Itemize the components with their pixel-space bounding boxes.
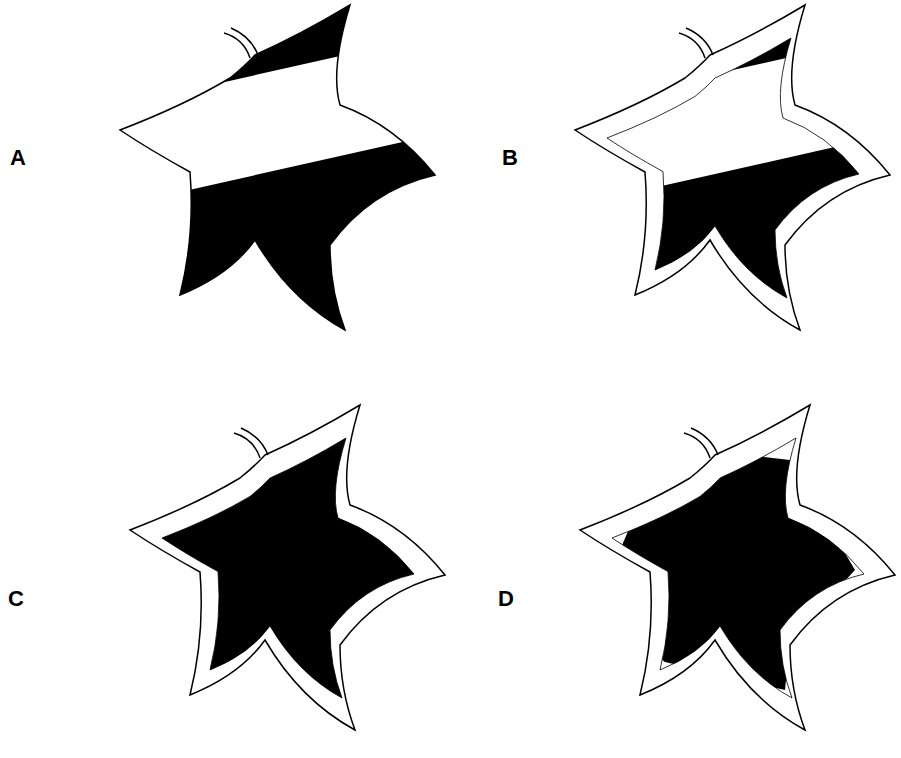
leaf-d [580, 405, 895, 730]
panel-letter: D [498, 588, 514, 610]
panel-letter: B [502, 147, 518, 169]
panel-letter: C [8, 588, 24, 610]
leaf-a [0, 0, 500, 400]
leaf-c [10, 400, 510, 758]
leaf-b [455, 0, 901, 400]
panel-letter: A [10, 147, 26, 169]
